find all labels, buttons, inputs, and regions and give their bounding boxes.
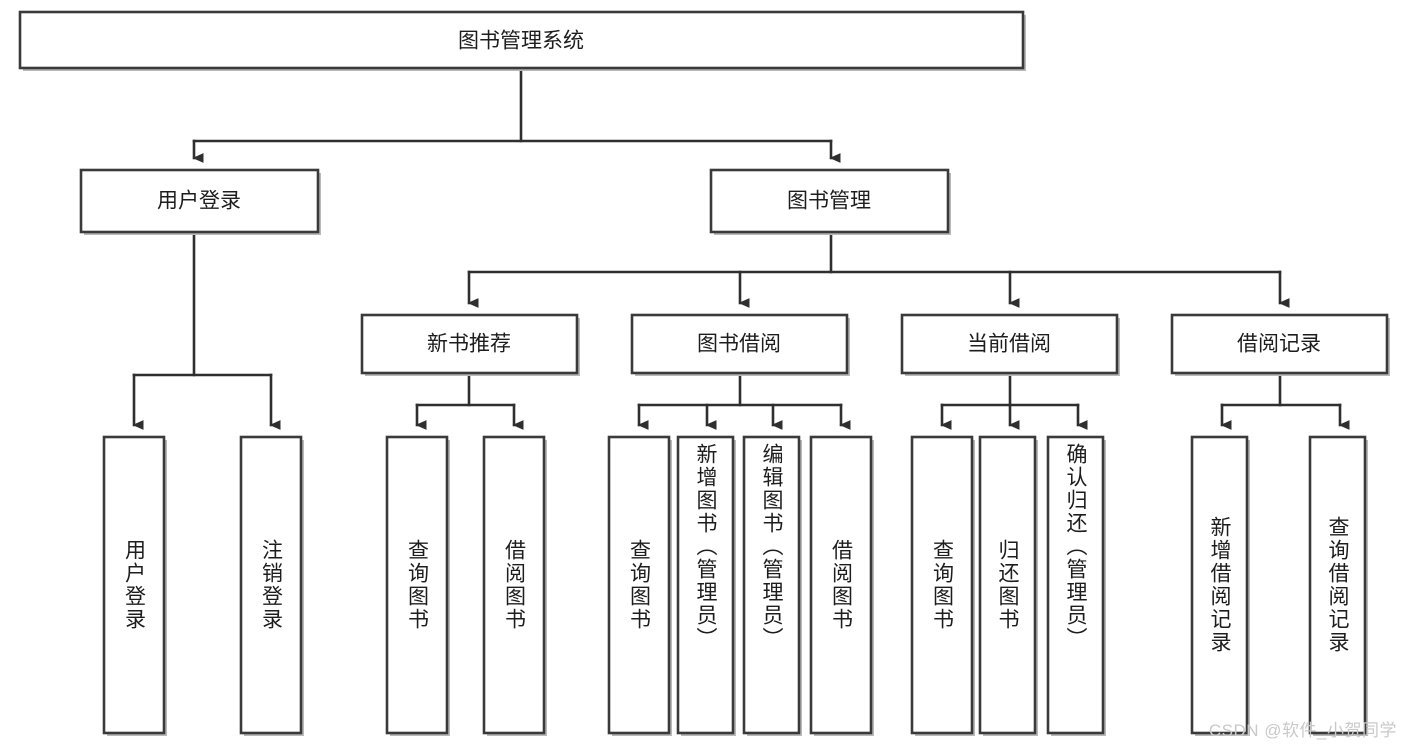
node-leaf-confirm-return[interactable] [1046,435,1105,735]
node-new-book-rec[interactable] [360,313,579,375]
node-book-borrow[interactable] [630,313,849,375]
node-leaf-borrow-book-1[interactable] [482,435,546,735]
node-book-borrow-label: 图书借阅 [697,333,781,356]
node-user-login[interactable] [79,168,320,234]
node-leaf-add-book[interactable] [676,435,735,735]
node-layer: 图书管理系统 用户登录 图书管理 新书推荐 图书借阅 当前借阅 借阅记录 [18,10,1390,736]
node-borrow-record[interactable] [1170,313,1389,375]
node-current-borrow[interactable] [900,313,1119,375]
node-leaf-user-login[interactable] [102,435,166,735]
node-book-manage[interactable] [709,168,950,234]
csdn-watermark: CSDN @软件_小贺同学 [1208,721,1397,740]
node-leaf-return-book[interactable] [978,435,1037,735]
node-new-book-rec-label: 新书推荐 [427,333,511,356]
node-root-label: 图书管理系统 [458,30,584,53]
node-leaf-user-logout[interactable] [239,435,303,735]
node-leaf-edit-book[interactable] [742,435,801,735]
node-leaf-add-record[interactable] [1190,435,1249,735]
node-leaf-query-record[interactable] [1308,435,1367,735]
node-leaf-borrow-book-2[interactable] [809,435,873,735]
node-root[interactable] [18,10,1025,70]
node-current-borrow-label: 当前借阅 [967,333,1051,356]
node-leaf-query-book-2[interactable] [607,435,671,735]
connector-layer [132,66,1350,430]
node-leaf-query-book-1[interactable] [385,435,449,735]
node-borrow-record-label: 借阅记录 [1237,333,1321,356]
node-user-login-label: 用户登录 [157,190,241,213]
node-book-manage-label: 图书管理 [787,190,871,213]
node-leaf-query-book-3[interactable] [910,435,974,735]
